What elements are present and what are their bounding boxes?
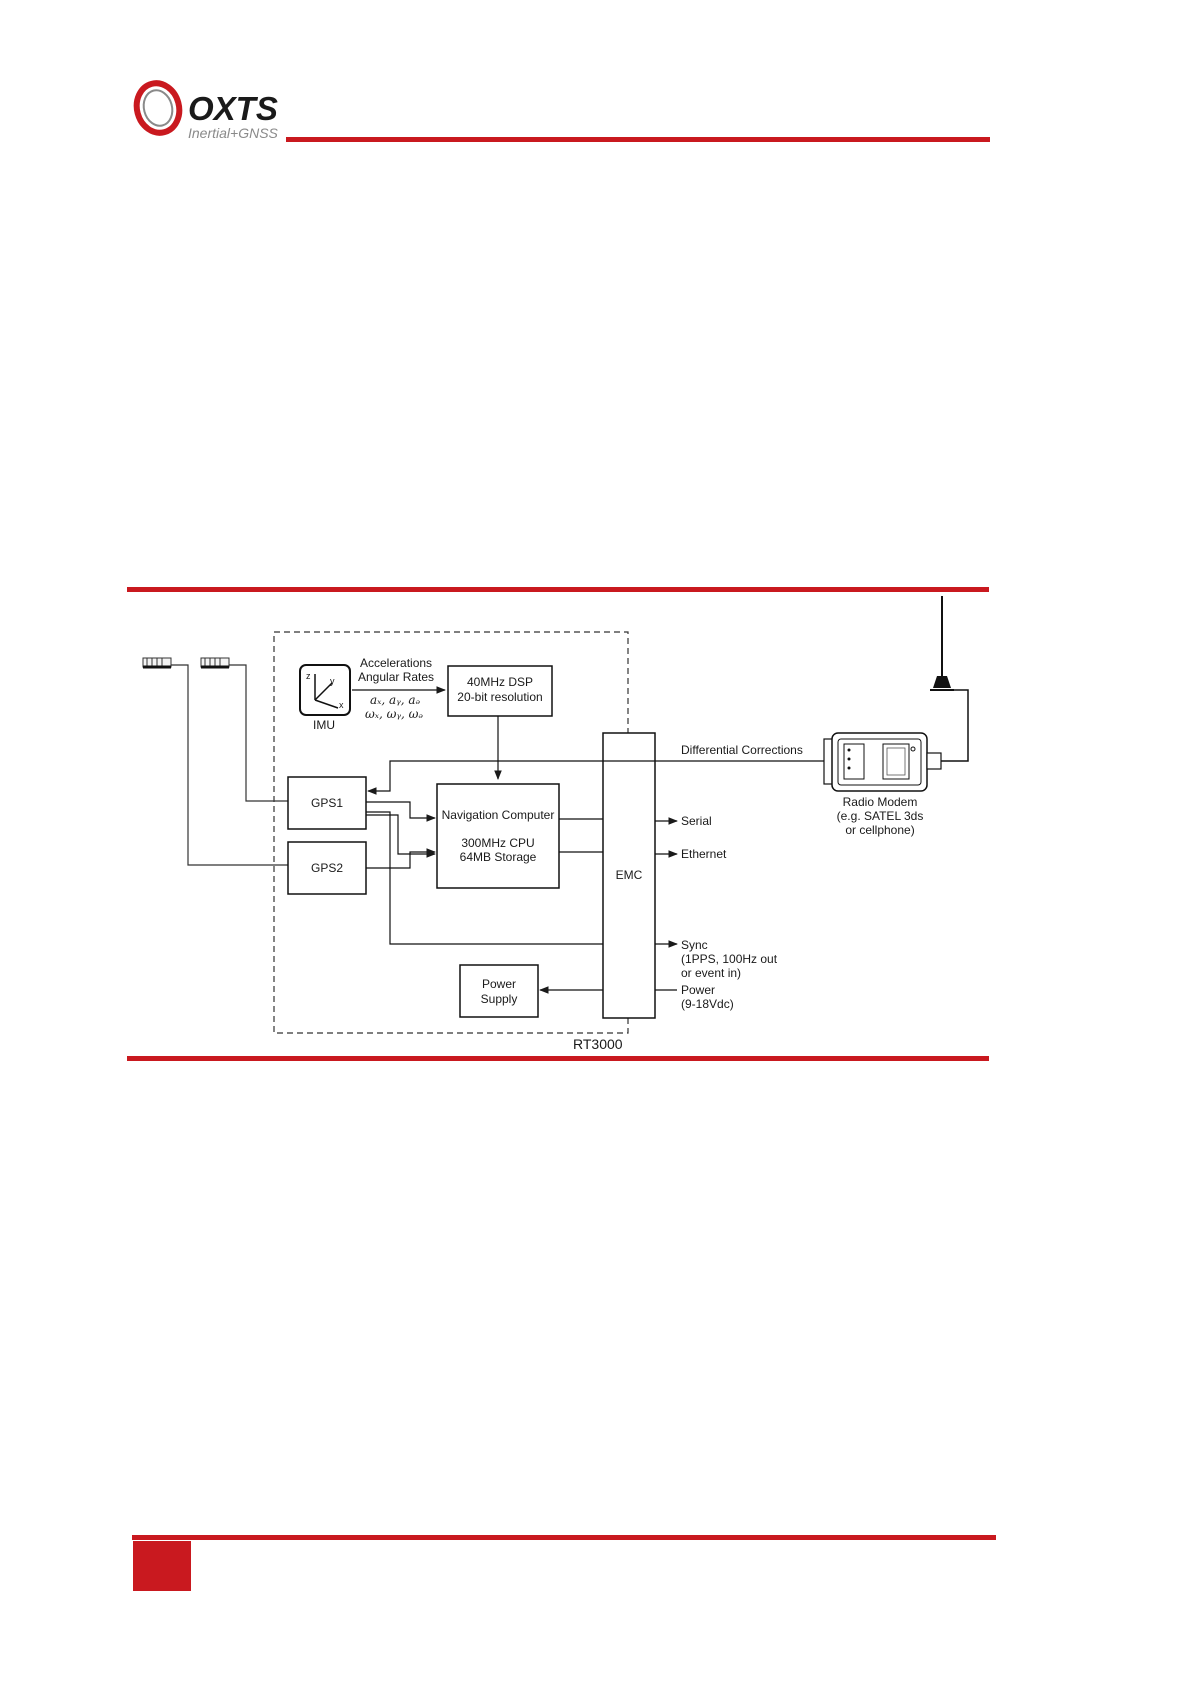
dsp-block bbox=[447, 665, 553, 717]
imu-block: z y x IMU bbox=[299, 664, 351, 732]
serial-output-label: Serial bbox=[681, 814, 712, 828]
accel-symbols: aₓ, aᵧ, aₔ bbox=[370, 693, 420, 707]
oxts-logo: OXTS Inertial+GNSS bbox=[132, 76, 292, 146]
navigation-computer-block bbox=[436, 783, 560, 889]
radio-modem-icon bbox=[823, 732, 942, 792]
emc-label: EMC bbox=[616, 868, 643, 882]
footer-page-block bbox=[133, 1541, 191, 1591]
dsp-label-1: 40MHz DSP bbox=[467, 675, 533, 689]
logo-wordmark: OXTS bbox=[188, 90, 278, 127]
imu-signals-label-1: Accelerations bbox=[360, 656, 432, 670]
sync-output-label-3: or event in) bbox=[681, 966, 741, 980]
axis-y-label: y bbox=[330, 676, 335, 686]
gps-antenna-icon bbox=[142, 657, 172, 669]
nav-computer-label-3: 64MB Storage bbox=[460, 850, 537, 864]
radio-antenna-icon bbox=[930, 596, 954, 691]
emc-block bbox=[602, 732, 656, 1019]
figure-bottom-rule bbox=[127, 1056, 989, 1061]
header-rule bbox=[286, 137, 990, 142]
ethernet-output-label: Ethernet bbox=[681, 847, 727, 861]
sync-output-label-2: (1PPS, 100Hz out bbox=[681, 952, 778, 966]
figure-top-rule bbox=[127, 587, 989, 592]
gps-antenna-icon bbox=[200, 657, 230, 669]
power-input-label-1: Power bbox=[681, 983, 715, 997]
rate-symbols: ωₓ, ωᵧ, ωₔ bbox=[365, 707, 423, 721]
axes-icon bbox=[314, 674, 339, 709]
footer-rule bbox=[132, 1535, 996, 1540]
gps1-label: GPS1 bbox=[311, 796, 343, 810]
sync-output-label-1: Sync bbox=[681, 938, 708, 952]
rt3000-label: RT3000 bbox=[573, 1036, 623, 1052]
radio-modem-label-2: (e.g. SATEL 3ds bbox=[837, 809, 924, 823]
nav-computer-label-1: Navigation Computer bbox=[442, 808, 555, 822]
radio-modem-label-1: Radio Modem bbox=[843, 795, 918, 809]
gps2-label: GPS2 bbox=[311, 861, 343, 875]
nav-computer-label-2: 300MHz CPU bbox=[461, 836, 534, 850]
imu-label: IMU bbox=[313, 718, 335, 732]
gps1-block bbox=[287, 776, 367, 830]
axis-x-label: x bbox=[339, 700, 344, 710]
differential-corrections-label: Differential Corrections bbox=[681, 743, 803, 757]
radio-modem-label-3: or cellphone) bbox=[845, 823, 914, 837]
power-input-label-2: (9-18Vdc) bbox=[681, 997, 734, 1011]
power-supply-label-2: Supply bbox=[481, 992, 518, 1006]
dsp-label-2: 20-bit resolution bbox=[457, 690, 542, 704]
logo-ring bbox=[133, 80, 183, 136]
power-supply-block bbox=[459, 964, 539, 1018]
logo-tagline: Inertial+GNSS bbox=[188, 125, 279, 141]
power-supply-label-1: Power bbox=[482, 977, 516, 991]
axis-z-label: z bbox=[306, 671, 311, 681]
imu-signals-label-2: Angular Rates bbox=[358, 670, 434, 684]
